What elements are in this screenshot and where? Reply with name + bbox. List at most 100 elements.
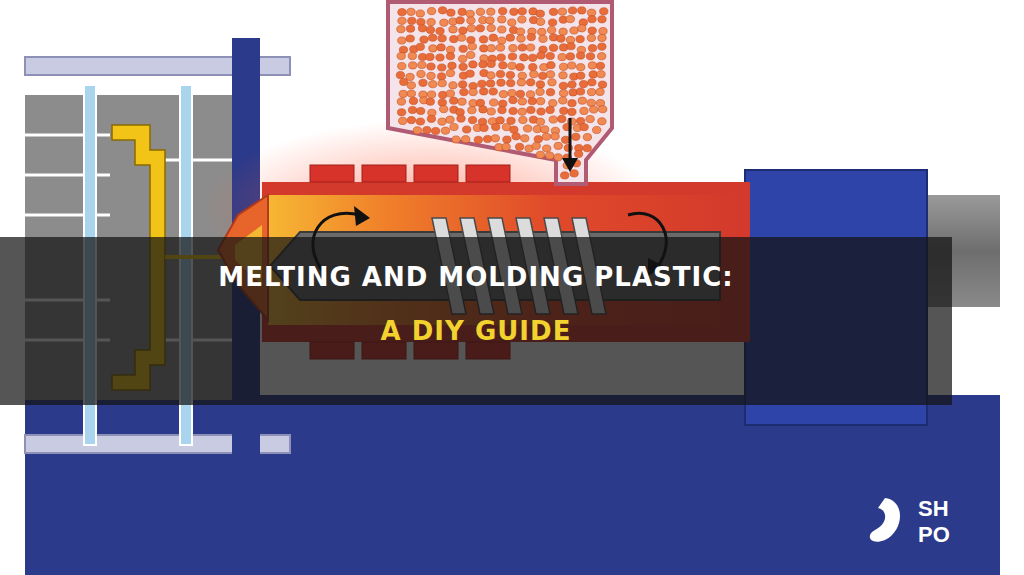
- pellet: [558, 8, 566, 15]
- pellet: [600, 8, 608, 15]
- pellet: [517, 79, 525, 86]
- pellet: [439, 91, 447, 98]
- pellet: [597, 71, 605, 78]
- pellet: [437, 44, 445, 51]
- pellet: [536, 151, 544, 158]
- pellet: [568, 62, 576, 69]
- pellet: [599, 106, 607, 113]
- pellet: [460, 89, 468, 96]
- pellet: [518, 72, 526, 79]
- pellet: [516, 90, 524, 97]
- pellet: [450, 123, 458, 130]
- pellet: [529, 64, 537, 71]
- pellet: [569, 89, 577, 96]
- pellet: [459, 27, 467, 34]
- pellet: [490, 99, 498, 106]
- pellet: [429, 34, 437, 41]
- pellet: [496, 70, 504, 77]
- pellet: [548, 26, 556, 33]
- pellet: [589, 71, 597, 78]
- pellet: [576, 52, 584, 59]
- pellet: [559, 82, 567, 89]
- pellet: [498, 37, 506, 44]
- pellet: [577, 64, 585, 71]
- pellet: [521, 135, 529, 142]
- pellet: [487, 60, 495, 67]
- pellet: [558, 115, 566, 122]
- pellet: [409, 62, 417, 69]
- pellet: [518, 8, 526, 15]
- pellet: [466, 70, 474, 77]
- pellet: [530, 71, 538, 78]
- pellet: [596, 62, 604, 69]
- pellet: [523, 125, 531, 132]
- pellet: [426, 98, 434, 105]
- pellet: [408, 52, 416, 59]
- pellet: [479, 106, 487, 113]
- watermark-text: SH: [918, 496, 949, 522]
- pellet: [459, 81, 467, 88]
- pellet: [487, 108, 495, 115]
- pellet: [407, 82, 415, 89]
- pellet: [520, 54, 528, 61]
- pellet: [427, 8, 435, 15]
- pellet: [517, 35, 525, 42]
- pellet: [480, 124, 488, 131]
- pellet: [416, 43, 424, 50]
- pellet: [536, 118, 544, 125]
- pellet: [457, 34, 465, 41]
- pellet: [448, 62, 456, 69]
- pellet: [426, 26, 434, 33]
- pellet: [598, 43, 606, 50]
- pellet: [407, 117, 415, 124]
- pellet: [397, 109, 405, 116]
- pellet: [526, 91, 534, 98]
- pellet: [577, 72, 585, 79]
- pellet: [548, 79, 556, 86]
- pellet: [459, 63, 467, 70]
- pellet: [557, 35, 565, 42]
- pellet: [568, 108, 576, 115]
- pellet: [459, 55, 467, 62]
- pellet: [510, 126, 518, 133]
- pellet: [499, 91, 507, 98]
- hopper: [388, 2, 612, 184]
- pellet: [539, 72, 547, 79]
- pellet: [561, 172, 569, 179]
- pellet: [483, 135, 491, 142]
- pellet: [399, 90, 407, 97]
- pellet: [499, 100, 507, 107]
- pellet: [551, 133, 559, 140]
- pellet: [537, 52, 545, 59]
- pellet: [418, 61, 426, 68]
- pellet: [440, 19, 448, 26]
- pellet: [426, 53, 434, 60]
- pellet: [398, 63, 406, 70]
- pellet: [567, 43, 575, 50]
- pellet: [467, 17, 475, 24]
- pellet: [570, 27, 578, 34]
- pellet: [546, 106, 554, 113]
- pellet: [436, 54, 444, 61]
- pellet: [489, 88, 497, 95]
- pellet: [537, 108, 545, 115]
- pellet: [397, 98, 405, 105]
- pellet: [438, 99, 446, 106]
- pellet: [459, 45, 467, 52]
- pellet: [519, 116, 527, 123]
- pellet: [480, 45, 488, 52]
- pellet: [487, 25, 495, 32]
- pellet: [397, 26, 405, 33]
- pellet: [467, 36, 475, 43]
- pellet: [479, 61, 487, 68]
- pellet: [527, 79, 535, 86]
- pellet: [498, 107, 506, 114]
- pellet: [468, 117, 476, 124]
- pellet: [543, 145, 551, 152]
- pellet: [534, 136, 542, 143]
- pellet: [399, 117, 407, 124]
- pellet: [559, 97, 567, 104]
- pellet: [503, 136, 511, 143]
- pellet: [446, 70, 454, 77]
- pellet: [499, 62, 507, 69]
